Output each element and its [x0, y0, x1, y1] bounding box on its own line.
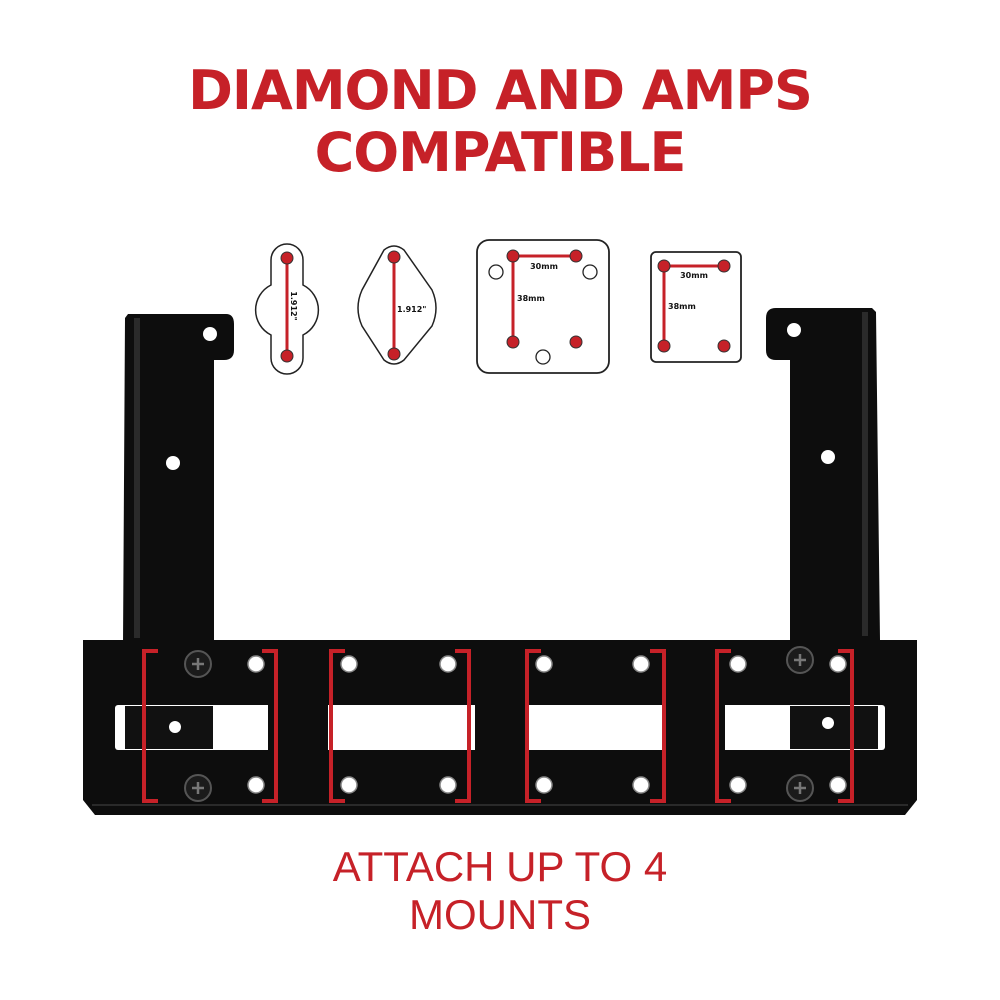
left-arm — [123, 314, 234, 645]
right-arm — [766, 308, 880, 640]
amps-large-width-label: 30mm — [530, 262, 558, 271]
screw-icon — [786, 774, 814, 802]
diamond-dimension-label: 1.912" — [397, 305, 426, 314]
mounting-bracket — [83, 308, 917, 815]
left-arm-hole-middle — [166, 456, 180, 470]
mount-position-markers — [142, 649, 854, 803]
headline-line-2: COMPATIBLE — [314, 121, 687, 184]
caption-line-1: ATTACH UP TO 4 — [332, 843, 668, 890]
dumbbell-pattern-icon: 1.912" — [254, 243, 320, 375]
right-arm-hole-middle — [821, 450, 835, 464]
screw-icon — [786, 646, 814, 674]
caption-line-2: MOUNTS — [409, 891, 591, 938]
diamond-pattern-icon: 1.912" — [357, 245, 437, 365]
screw-icon — [184, 774, 212, 802]
headline: DIAMOND AND AMPS COMPATIBLE — [0, 60, 1000, 184]
screw-icon — [184, 650, 212, 678]
headline-line-1: DIAMOND AND AMPS — [188, 59, 813, 122]
amps-large-height-label: 38mm — [517, 294, 545, 303]
mounting-holes — [247, 655, 847, 794]
amps-small-pattern-icon: 30mm 38mm — [650, 251, 742, 363]
amps-small-height-label: 38mm — [668, 302, 696, 311]
right-arm-hole-top — [787, 323, 801, 337]
mount-position-3 — [525, 649, 666, 803]
dumbbell-dimension-label: 1.912" — [289, 291, 298, 320]
amps-small-width-label: 30mm — [680, 271, 708, 280]
left-arm-hole-top — [203, 327, 217, 341]
amps-large-pattern-icon: 30mm 38mm — [476, 239, 610, 374]
mount-position-2 — [329, 649, 471, 803]
mount-position-4 — [715, 649, 854, 803]
mount-position-1 — [142, 649, 278, 803]
caption: ATTACH UP TO 4 MOUNTS — [0, 843, 1000, 939]
